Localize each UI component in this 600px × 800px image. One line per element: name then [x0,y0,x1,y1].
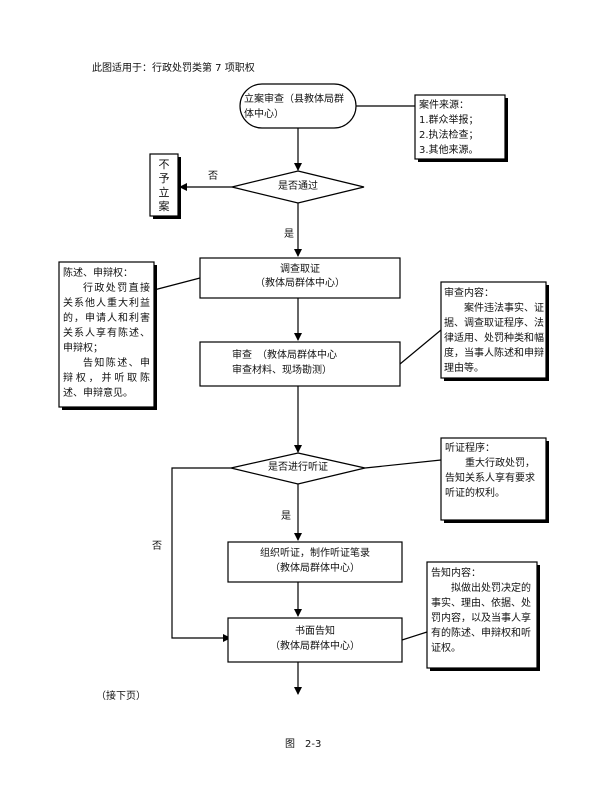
continued-label: （接下页） [96,691,146,702]
review-note-title: 审查内容： [444,288,494,299]
case-source-item: 1.群众举报； [419,115,479,126]
header-text: 此图适用于：行政处罚类第 7 项职权 [92,63,255,74]
no2-label: 否 [152,541,162,552]
investigate-box: 调查取证 （教体局群体中心） [200,263,400,291]
case-source-title: 案件来源： [419,100,469,111]
defense-note-title: 陈述、申辩权： [63,268,133,279]
notify-note: 告知内容： 拟做出处罚决定的事实、理由、依据、处罚内容，以及当事人享有的陈述、申… [431,566,533,656]
case-source-item: 3.其他来源。 [419,145,479,156]
notify-title: 书面告知 [295,626,335,637]
notify-dept: （教体局群体中心） [270,641,360,652]
hearing-title: 组织听证，制作听证笔录 [260,548,370,559]
hearing-note-title: 听证程序： [445,443,495,454]
investigate-title: 调查取证 [280,264,320,275]
notify-note-para: 拟做出处罚决定的事实、理由、依据、处罚内容，以及当事人享有的陈述、申辩权和听证权… [431,583,531,654]
hearing-box: 组织听证，制作听证笔录 （教体局群体中心） [228,546,402,576]
defense-note-para1: 行政处罚直接关系他人重大利益的，申请人和利害关系人享有陈述、申辩权； [63,283,150,354]
start-node: 立案审查（县教体局群体中心） [244,94,344,120]
defense-note-para2: 告知陈述、申辩权，并听取陈述、申辩意见。 [63,358,150,399]
notify-note-title: 告知内容： [431,568,481,579]
review-line1: 审查 （教体局群体中心 [232,350,337,361]
defense-note: 陈述、申辩权： 行政处罚直接关系他人重大利益的，申请人和利害关系人享有陈述、申辩… [59,264,154,403]
decision2-label: 是否进行听证 [268,462,328,473]
yes1-label: 是 [284,229,294,240]
review-box: 审查 （教体局群体中心 审查材料、现场勘测） [232,348,392,378]
figure-label: 图 2-3 [285,739,322,750]
hearing-note: 听证程序： 重大行政处罚，告知关系人享有要求听证的权利。 [445,441,543,501]
hearing-note-para: 重大行政处罚，告知关系人享有要求听证的权利。 [445,458,535,499]
notify-box: 书面告知 （教体局群体中心） [228,624,402,654]
review-note: 审查内容： 案件违法事实、证据、调查取证程序、法律适用、处罚种类和幅度，当事人陈… [444,286,544,376]
hearing-dept: （教体局群体中心） [270,563,360,574]
review-line2: 审查材料、现场勘测） [232,365,332,376]
case-source-note: 案件来源： 1.群众举报； 2.执法检查； 3.其他来源。 [419,98,503,158]
no1-label: 否 [208,171,218,182]
yes2-label: 是 [281,511,291,522]
not-filed-box: 不予立案 [158,158,170,213]
case-source-item: 2.执法检查； [419,130,479,141]
decision1-label: 是否通过 [278,181,318,192]
investigate-dept: （教体局群体中心） [255,278,345,289]
review-note-para: 案件违法事实、证据、调查取证程序、法律适用、处罚种类和幅度，当事人陈述和申辩理由… [444,303,544,374]
